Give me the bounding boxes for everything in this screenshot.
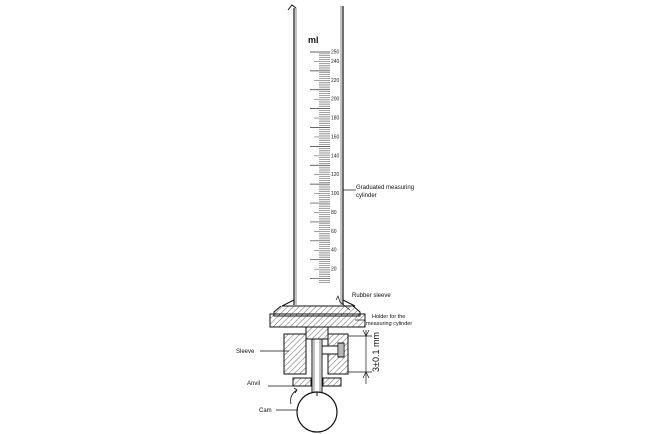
cylinder-holder xyxy=(269,313,366,340)
scale-label: 100 xyxy=(331,191,340,197)
graduation-ticks xyxy=(310,51,330,283)
scale-label: 40 xyxy=(331,248,337,254)
rubber-sleeve-label: Rubber sleeve xyxy=(352,293,391,299)
cam xyxy=(290,387,338,433)
cylinder-label-2: cylinder xyxy=(356,193,377,199)
cam-label: Cam xyxy=(259,408,272,414)
scale-label: 220 xyxy=(331,78,340,84)
leader-lines xyxy=(260,189,365,411)
scale-label: 240 xyxy=(331,59,340,65)
unit-label: ml xyxy=(308,35,319,45)
scale-label: 120 xyxy=(331,172,340,178)
scale-label: 180 xyxy=(331,116,340,122)
measuring-cylinder xyxy=(281,4,356,307)
guide-sleeve xyxy=(283,333,349,395)
cylinder-label-1: Graduated measuring xyxy=(356,185,414,191)
set-screw xyxy=(321,342,345,358)
scale-label: 250 xyxy=(331,50,340,56)
dimension-label: 3±0.1 mm xyxy=(371,332,381,372)
scale-labels: 250 240 220 200 180 160 140 120 100 80 60 40 20 xyxy=(331,50,340,273)
anvil xyxy=(292,377,342,387)
scale-label: 60 xyxy=(331,229,337,235)
scale-label: 200 xyxy=(331,97,340,103)
scale-label: 160 xyxy=(331,134,340,140)
anvil-label: Anvil xyxy=(247,381,260,387)
holder-label-1: Holder for the xyxy=(372,314,405,320)
holder-label-2: measuring cylinder xyxy=(366,321,412,327)
scale-label: 80 xyxy=(331,210,337,216)
scale-label: 140 xyxy=(331,153,340,159)
sleeve-label: Sleeve xyxy=(236,349,255,355)
dimension-marker: 3±0.1 mm xyxy=(348,329,381,384)
scale-label: 20 xyxy=(331,267,337,273)
